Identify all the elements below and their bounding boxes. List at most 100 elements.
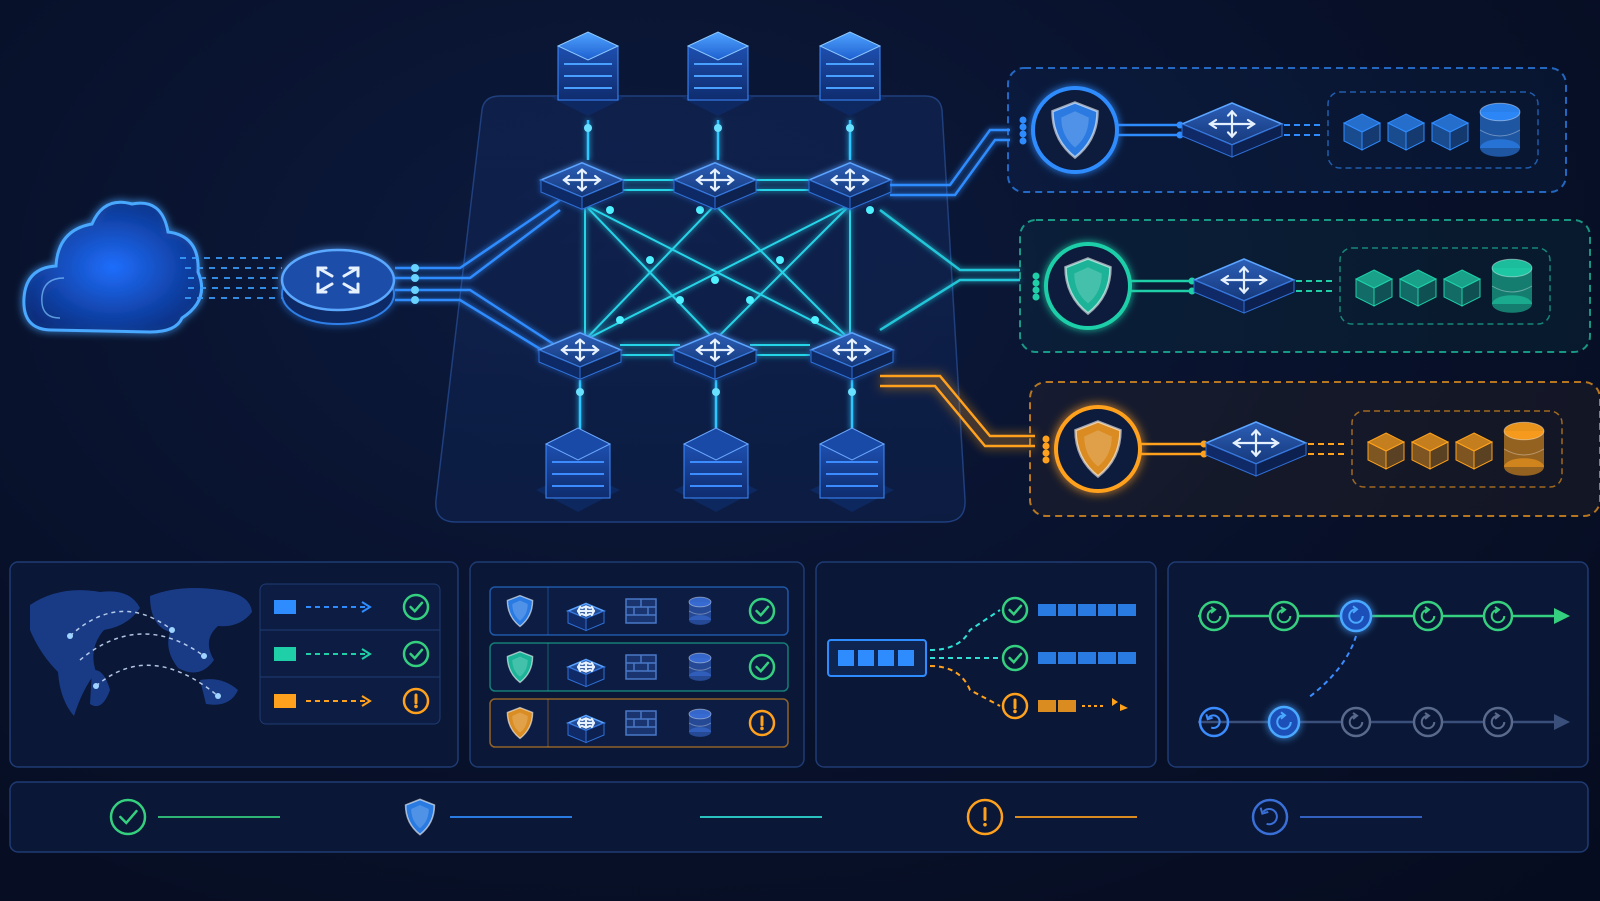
database-icon xyxy=(1491,258,1533,313)
region-route-blue[interactable] xyxy=(274,593,430,621)
switch-icon xyxy=(695,338,735,362)
database-icon xyxy=(1503,421,1545,476)
cycle-icon[interactable] xyxy=(1339,599,1373,633)
server-stack-icon[interactable] xyxy=(682,31,754,116)
route-target-amber[interactable] xyxy=(1001,692,1128,720)
switch-icon xyxy=(1220,265,1268,295)
cloud-icon xyxy=(22,200,203,334)
undo-icon xyxy=(1198,706,1230,738)
undo-icon xyxy=(1251,798,1289,836)
segment-links-blue xyxy=(890,128,1010,197)
check-icon xyxy=(402,640,430,668)
firewall-icon xyxy=(625,598,657,624)
legend-item xyxy=(404,798,572,836)
cycle-icon[interactable] xyxy=(1267,705,1301,739)
cycle-icon[interactable] xyxy=(1198,600,1230,632)
container-icon xyxy=(1342,113,1382,151)
server-stack-icon[interactable] xyxy=(814,31,886,116)
segment-switch[interactable] xyxy=(1204,421,1308,477)
segment-switch[interactable] xyxy=(1180,102,1284,158)
container-icon xyxy=(1410,432,1450,470)
mini-switch[interactable] xyxy=(566,658,606,688)
cycle-icon[interactable] xyxy=(1340,706,1372,738)
policy-row-amber[interactable] xyxy=(489,698,789,748)
shield-icon xyxy=(404,798,436,836)
container-icon xyxy=(1398,269,1438,307)
segment-teal xyxy=(1019,219,1591,353)
exclamation-icon xyxy=(748,709,776,737)
router-icon xyxy=(316,266,360,294)
cycle-icon[interactable] xyxy=(1482,600,1514,632)
segment-links-teal xyxy=(879,209,1020,332)
segment-firewall[interactable] xyxy=(1044,242,1132,330)
server-stack-icon[interactable] xyxy=(552,31,624,116)
mini-switch[interactable] xyxy=(566,714,606,744)
server-stack-icon[interactable] xyxy=(536,427,620,512)
fabric-switch[interactable] xyxy=(807,161,893,210)
queue-source xyxy=(827,639,927,677)
segment-firewall[interactable] xyxy=(1031,86,1119,174)
fabric-switch[interactable] xyxy=(672,161,758,210)
policy-row-blue[interactable] xyxy=(489,586,789,636)
check-icon xyxy=(402,593,430,621)
workload-group[interactable] xyxy=(1339,247,1551,325)
server-link-ports xyxy=(576,124,856,396)
cycle-icon[interactable] xyxy=(1412,706,1444,738)
route-target-teal[interactable] xyxy=(1001,644,1136,672)
switch-icon xyxy=(830,168,870,192)
switch-icon xyxy=(1208,109,1256,139)
database-icon xyxy=(688,596,712,625)
check-icon xyxy=(109,798,147,836)
segment-firewall[interactable] xyxy=(1054,405,1142,493)
switch-icon xyxy=(1232,428,1280,458)
mini-switch[interactable] xyxy=(566,602,606,632)
region-route-teal[interactable] xyxy=(274,640,430,668)
workload-group[interactable] xyxy=(1351,410,1563,488)
edge-router[interactable] xyxy=(280,248,396,325)
fabric-junctions xyxy=(606,206,874,324)
rollback-link xyxy=(1307,635,1357,699)
cycle-icon[interactable] xyxy=(1268,600,1300,632)
region-route-amber[interactable] xyxy=(274,687,430,715)
exclamation-icon xyxy=(402,687,430,715)
legend-item xyxy=(1251,798,1422,836)
legend-item xyxy=(109,798,280,836)
shield-icon xyxy=(1074,420,1122,479)
check-icon xyxy=(748,653,776,681)
switch-icon xyxy=(576,661,596,673)
container-icon xyxy=(1366,432,1406,470)
fabric-switch[interactable] xyxy=(537,331,623,380)
fabric-switch[interactable] xyxy=(809,331,895,380)
server-stack-icon[interactable] xyxy=(674,427,758,512)
container-icon xyxy=(1442,269,1482,307)
segment-links-amber xyxy=(880,374,1035,448)
segment-switch[interactable] xyxy=(1192,258,1296,314)
policy-row-teal[interactable] xyxy=(489,642,789,692)
shield-icon xyxy=(506,650,534,684)
database-icon xyxy=(1479,102,1521,157)
pipeline-arrow xyxy=(1554,608,1570,624)
database-icon xyxy=(688,652,712,681)
switch-icon xyxy=(695,168,735,192)
fabric-switch[interactable] xyxy=(539,161,625,210)
container-icon xyxy=(1386,113,1426,151)
workload-group[interactable] xyxy=(1327,91,1539,169)
check-icon xyxy=(1001,644,1029,672)
shield-icon xyxy=(1064,257,1112,316)
panel-regions xyxy=(9,561,459,768)
check-icon xyxy=(1001,596,1029,624)
container-icon xyxy=(1454,432,1494,470)
server-stack-icon[interactable] xyxy=(810,427,894,512)
route-target-blue[interactable] xyxy=(1001,596,1136,624)
switch-icon xyxy=(576,605,596,617)
switch-icon xyxy=(560,338,600,362)
switch-icon xyxy=(562,168,602,192)
cloud-data-streams xyxy=(180,257,282,299)
fabric-switch[interactable] xyxy=(672,331,758,380)
pipeline-arrow xyxy=(1554,714,1570,730)
cycle-icon[interactable] xyxy=(1412,600,1444,632)
cycle-icon[interactable] xyxy=(1482,706,1514,738)
container-icon xyxy=(1354,269,1394,307)
shield-icon xyxy=(1051,101,1099,160)
